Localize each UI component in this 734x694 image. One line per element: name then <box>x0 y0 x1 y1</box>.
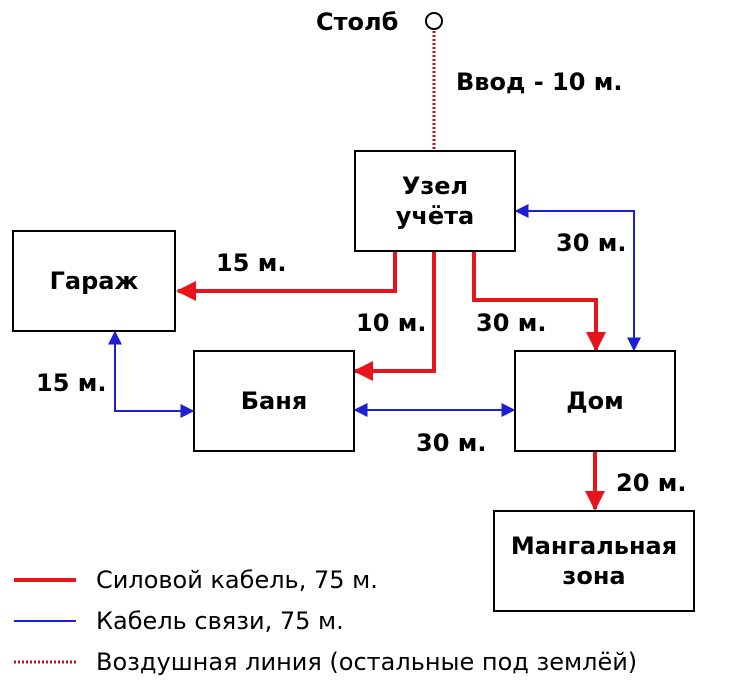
node-pole-label: Столб <box>316 8 399 36</box>
edge-label-meter-bath: 10 м. <box>356 309 427 337</box>
edge-label-garage-bath: 15 м. <box>36 369 107 397</box>
legend-comm-label: Кабель связи, 75 м. <box>96 607 344 635</box>
node-bath: Баня <box>193 350 355 452</box>
node-meter-line1: Узел <box>401 172 469 200</box>
edge-label-meter-house-comm: 30 м. <box>556 229 627 257</box>
node-house-label: Дом <box>566 387 624 415</box>
comm-garage-to-bath <box>108 330 195 418</box>
node-bbq-line1: Мангальная <box>510 532 678 560</box>
pole-icon <box>425 12 443 30</box>
edge-label-meter-garage: 15 м. <box>216 249 287 277</box>
node-house: Дом <box>514 350 676 452</box>
legend-overhead-label: Воздушная линия (остальные под землёй) <box>96 648 638 676</box>
power-meter-to-garage <box>176 252 397 301</box>
edge-label-input: Ввод - 10 м. <box>456 68 623 96</box>
node-meter-line2: учёта <box>395 202 475 230</box>
edge-label-bath-house: 30 м. <box>416 429 487 457</box>
comm-meter-to-house <box>514 204 641 352</box>
edge-label-meter-house-power: 30 м. <box>476 309 547 337</box>
node-bbq-line2: зона <box>562 562 626 590</box>
power-meter-to-bath <box>353 252 436 381</box>
node-garage-label: Гараж <box>49 267 139 295</box>
legend-power-label: Силовой кабель, 75 м. <box>96 566 378 594</box>
node-bath-label: Баня <box>240 387 308 415</box>
node-garage: Гараж <box>12 230 176 332</box>
edge-label-house-bbq: 20 м. <box>616 469 687 497</box>
